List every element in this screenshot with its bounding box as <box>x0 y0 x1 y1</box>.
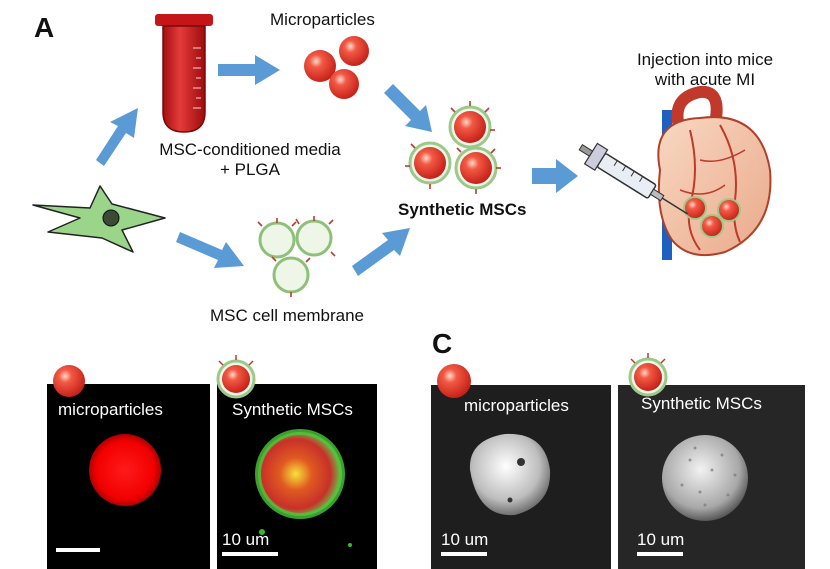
arrow-cell-to-tube <box>96 108 138 166</box>
sem-microparticle <box>469 433 551 516</box>
label-conditioned-line1: MSC-conditioned media <box>159 140 341 159</box>
synthetic-mscs-cluster <box>405 101 501 194</box>
panel-letter-c: C <box>432 328 453 359</box>
fluor-scale-text: 10 um <box>222 530 270 549</box>
arrow-cell-to-membrane <box>176 232 244 268</box>
membrane-vesicles <box>258 219 333 294</box>
sem-right-scale-bar <box>637 552 683 556</box>
label-injection: Injection into mice with acute MI <box>600 50 810 90</box>
label-conditioned-line2: + PLGA <box>219 160 280 179</box>
test-tube-icon <box>155 14 213 133</box>
particle-icon-c-left <box>437 364 471 398</box>
fluor-microparticle <box>89 434 161 506</box>
arrow-membrane-to-synthetic <box>352 228 410 276</box>
label-conditioned-media: MSC-conditioned media + PLGA <box>132 140 368 180</box>
panel-letter-a: A <box>34 12 55 43</box>
fluor-left-label: microparticles <box>58 400 163 419</box>
sem-left-scale-text: 10 um <box>441 530 489 549</box>
syringe-icon <box>578 142 689 215</box>
stem-cell-icon <box>32 185 166 253</box>
heart-icon <box>657 85 772 260</box>
sem-left-label: microparticles <box>464 396 569 415</box>
sem-right-scale-text: 10 um <box>637 530 685 549</box>
sem-left-scale-bar <box>441 552 487 556</box>
arrow-tube-to-particles <box>218 55 280 85</box>
arrow-particles-to-synthetic <box>384 84 432 132</box>
fluor-right-scale-bar <box>222 552 278 556</box>
fluor-synthetic-msc <box>258 432 342 516</box>
label-synthetic-mscs: Synthetic MSCs <box>398 200 527 219</box>
arrows <box>96 55 578 276</box>
label-injection-line1: Injection into mice <box>636 50 774 69</box>
label-membrane: MSC cell membrane <box>210 306 364 325</box>
label-injection-line2: with acute MI <box>654 70 756 89</box>
label-microparticles: Microparticles <box>270 10 375 29</box>
arrow-synthetic-to-heart <box>532 159 578 193</box>
sem-right-label: Synthetic MSCs <box>641 394 762 413</box>
particle-icon-b-left <box>53 365 85 397</box>
membrane-proteins <box>257 216 336 297</box>
microparticles-cluster <box>304 36 369 99</box>
fluor-right-label: Synthetic MSCs <box>232 400 353 419</box>
fluor-left-scale-bar <box>56 548 100 552</box>
sem-synthetic-msc <box>662 435 748 521</box>
